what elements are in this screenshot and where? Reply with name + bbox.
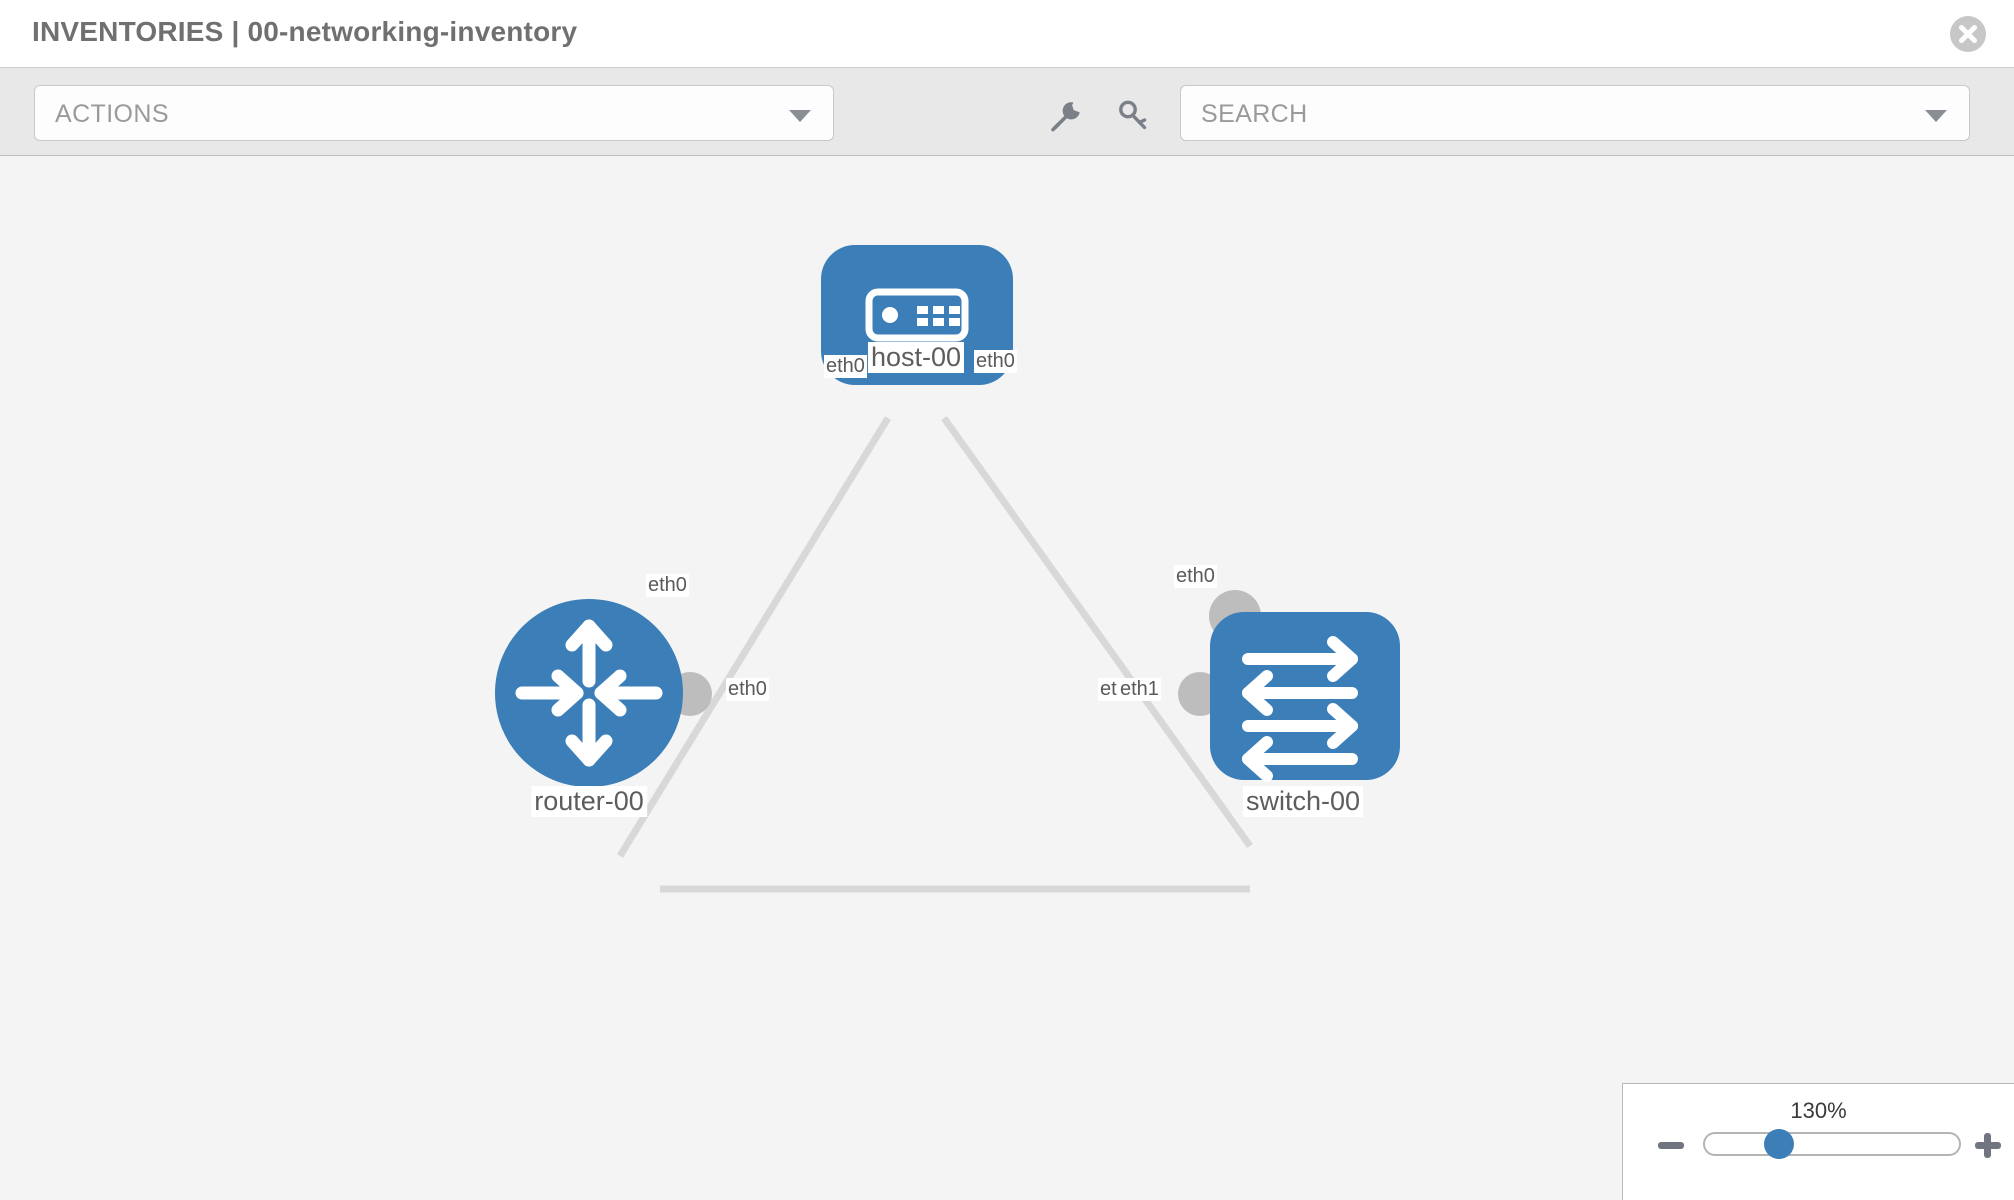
router-arrows-icon — [515, 619, 663, 767]
node-switch-00 — [1210, 612, 1400, 782]
search-placeholder: SEARCH — [1201, 100, 1308, 128]
node-label-router-00: router-00 — [531, 786, 647, 817]
close-icon[interactable] — [1950, 16, 1986, 52]
iface-label-router00-eth0: eth0 — [726, 678, 769, 701]
key-icon[interactable] — [1113, 96, 1153, 136]
zoom-slider-thumb[interactable] — [1764, 1129, 1794, 1159]
zoom-percent-label: 130% — [1790, 1098, 1847, 1123]
page-header: INVENTORIES | 00-networking-inventory — [0, 0, 2014, 68]
node-label-host-00: host-00 — [867, 342, 965, 373]
zoom-in-button[interactable] — [1971, 1128, 2005, 1162]
topology-graph — [495, 245, 1400, 893]
switch-arrows-icon — [1242, 636, 1358, 782]
node-label-switch-00: switch-00 — [1242, 786, 1364, 817]
node-router-00 — [495, 599, 683, 787]
zoom-out-button[interactable] — [1658, 1142, 1684, 1149]
zoom-control-panel: 130% — [1622, 1083, 2014, 1200]
topology-links — [617, 415, 1253, 893]
actions-dropdown-label: ACTIONS — [55, 100, 169, 128]
wrench-icon[interactable] — [1046, 96, 1086, 136]
actions-dropdown[interactable]: ACTIONS — [34, 85, 834, 141]
server-icon — [865, 288, 969, 342]
iface-label-host00-eth0-left: eth0 — [824, 355, 867, 378]
link-host00-router00 — [617, 416, 891, 858]
topology-canvas[interactable]: host-00 router-00 switch-00 eth0 eth0 et… — [0, 156, 2014, 1200]
link-host00-switch00 — [941, 415, 1253, 849]
zoom-in-icon-v — [1984, 1133, 1991, 1158]
page-title: INVENTORIES | 00-networking-inventory — [32, 16, 578, 47]
iface-label-switch00-eth0-uplink: eth0 — [1174, 565, 1217, 588]
chevron-down-icon — [789, 110, 811, 122]
search-input[interactable]: SEARCH — [1180, 85, 1970, 141]
iface-label-router00-eth0-uplink: eth0 — [646, 574, 689, 597]
iface-label-host00-eth0-right: eth0 — [974, 350, 1017, 373]
search-chevron-down-icon[interactable] — [1925, 110, 1947, 122]
iface-label-switch00-eth1: eth1 — [1118, 678, 1161, 701]
zoom-slider-track[interactable] — [1703, 1132, 1961, 1156]
